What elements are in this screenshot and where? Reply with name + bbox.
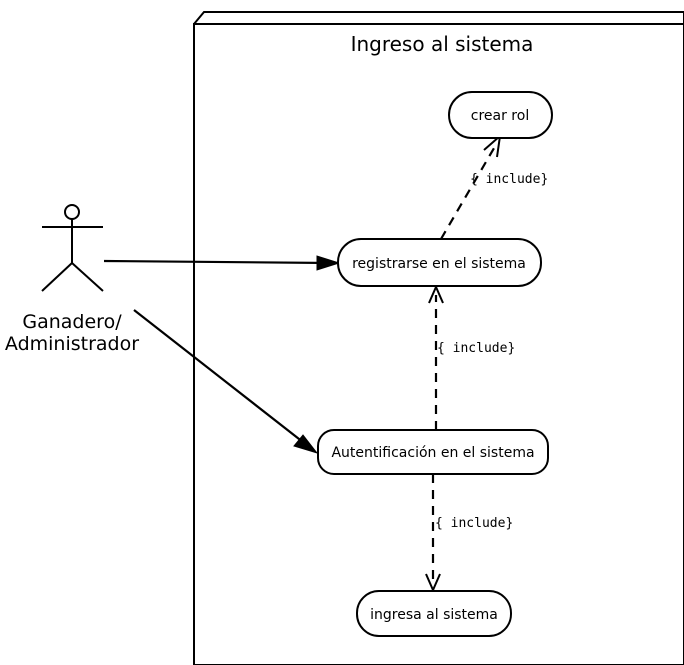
use-case-shape <box>356 590 512 637</box>
association-arrowhead <box>293 434 319 454</box>
association-arrowhead <box>316 255 341 271</box>
include-line <box>440 142 498 240</box>
include-label-top: { include} <box>470 172 548 187</box>
system-boundary: Ingreso al sistema <box>193 11 684 665</box>
actor-name-line-2: Administrador <box>5 333 139 355</box>
actor[interactable]: Ganadero/ Administrador <box>5 204 139 355</box>
system-title: Ingreso al sistema <box>351 32 534 56</box>
use-case-shape <box>337 238 542 287</box>
use-case-label: crear rol <box>471 108 529 124</box>
use-case-shape <box>448 91 553 139</box>
association-line <box>133 309 309 447</box>
association-line <box>103 259 331 265</box>
include-autentificacion-ingresa[interactable]: { include} <box>425 474 513 593</box>
actor-name-line-1: Ganadero/ <box>22 311 122 333</box>
association-to-registrarse[interactable] <box>103 255 341 271</box>
actor-left-leg <box>41 262 73 292</box>
use-case-shape <box>317 429 549 475</box>
actor-right-leg <box>71 262 104 292</box>
actor-head <box>64 204 80 220</box>
include-label-bottom: { include} <box>435 516 513 531</box>
system-frame <box>193 23 684 665</box>
use-case-crear-rol[interactable]: crear rol <box>448 91 553 139</box>
include-label-middle: { include} <box>437 341 515 356</box>
use-case-ingresa[interactable]: ingresa al sistema <box>356 590 512 637</box>
use-case-label: Autentificación en el sistema <box>331 445 534 461</box>
use-case-label: registrarse en el sistema <box>352 256 526 272</box>
include-registrarse-crear-rol[interactable]: { include} <box>440 133 548 240</box>
association-to-autentificacion[interactable] <box>133 309 319 454</box>
use-case-label: ingresa al sistema <box>370 607 498 623</box>
use-case-registrarse[interactable]: registrarse en el sistema <box>337 238 542 287</box>
use-case-autentificacion[interactable]: Autentificación en el sistema <box>317 429 549 475</box>
